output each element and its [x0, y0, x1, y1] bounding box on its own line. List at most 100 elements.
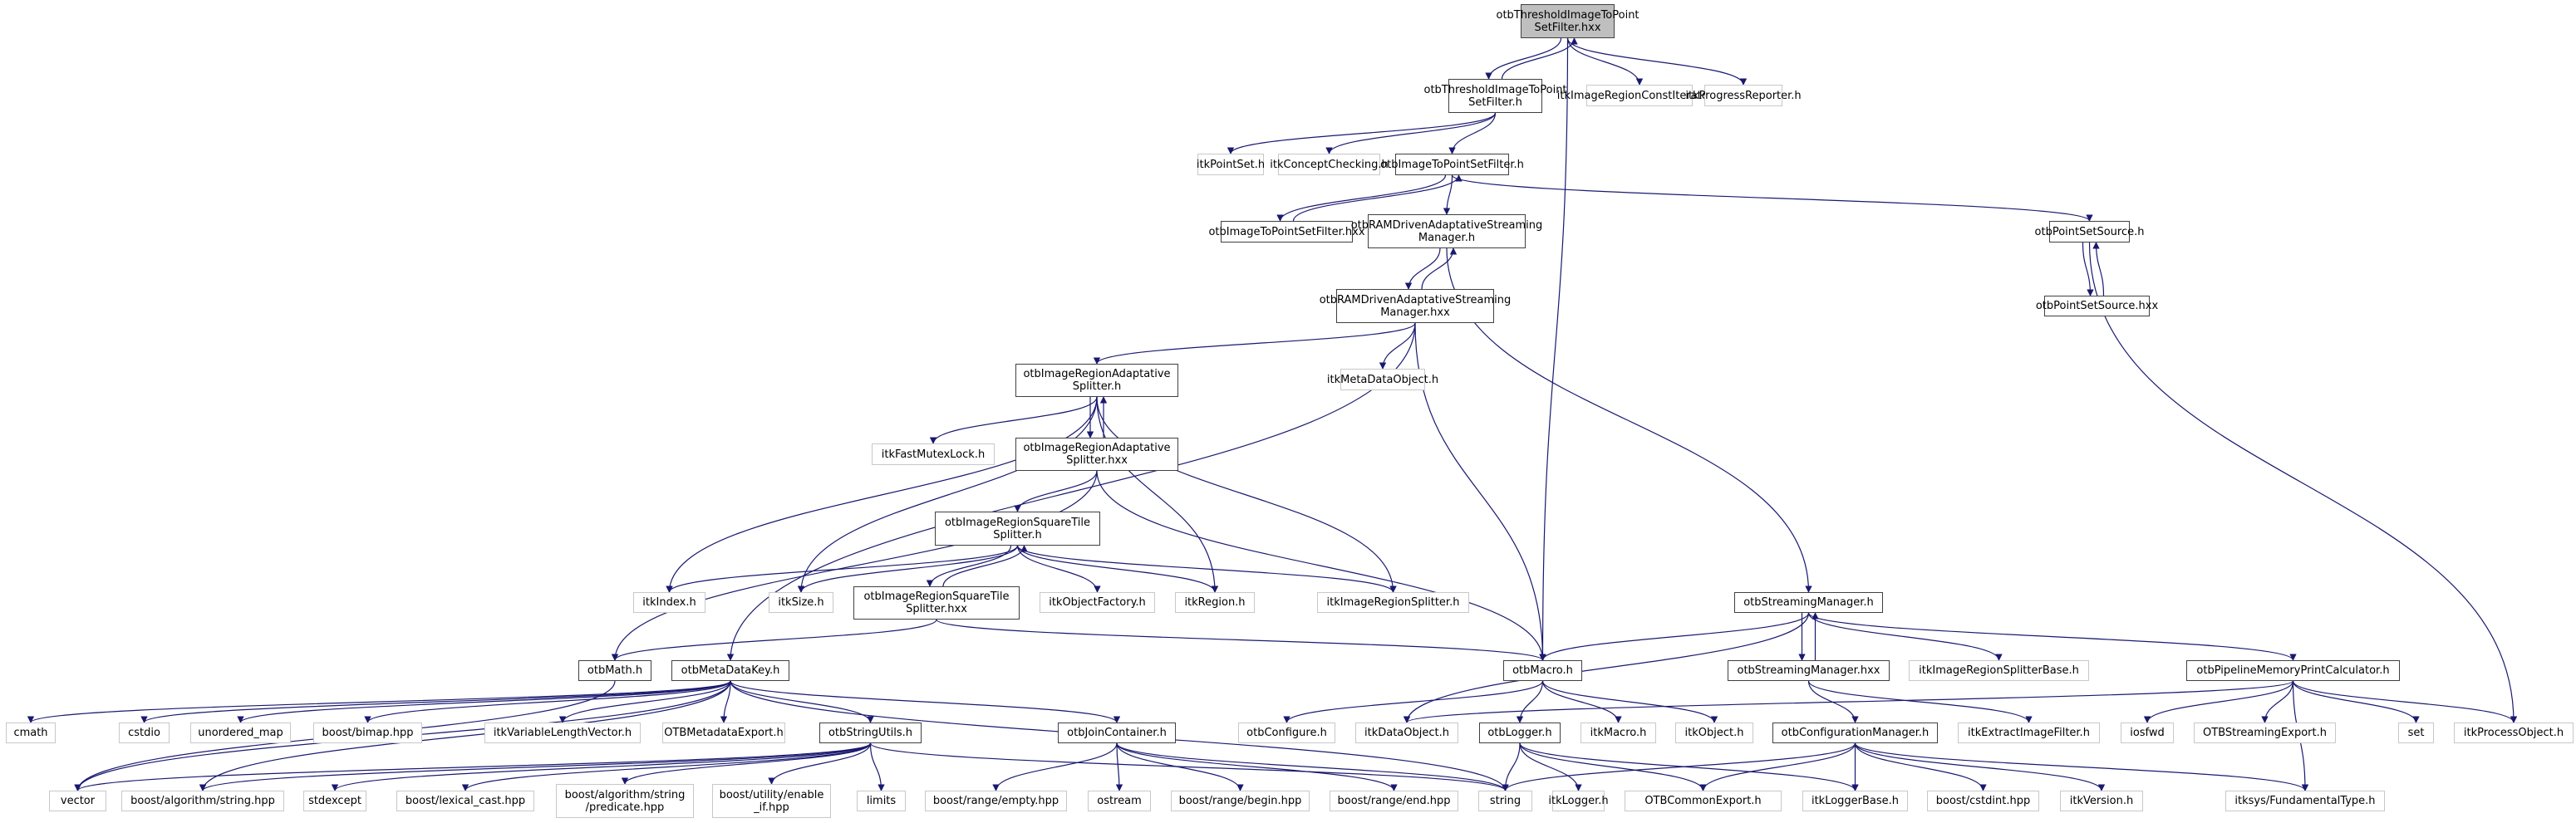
- graph-node-label: itkMacro.h: [1590, 727, 1647, 739]
- edge-su-to-vector: [74, 742, 872, 791]
- graph-node-label: otbStreamingManager.h: [1743, 596, 1874, 609]
- graph-node-otbimagetopointsetfilter-h[interactable]: otbImageToPointSetFilter.h: [1380, 154, 1524, 175]
- graph-node-otbjoincontainer-h[interactable]: otbJoinContainer.h: [1058, 723, 1176, 743]
- edge-cfgm-to-otbCE: [1699, 742, 1856, 791]
- graph-node-label: vector: [60, 795, 96, 807]
- edge-tfh-to-itkPS: [1227, 112, 1497, 154]
- graph-node-label: otbImageRegionSquareTile Splitter.h: [944, 516, 1091, 541]
- graph-node-otblogger-h[interactable]: otbLogger.h: [1479, 723, 1561, 743]
- edge-jc-to-string: [1116, 742, 1509, 791]
- edge-smh-to-itkIRSB: [1807, 612, 2003, 661]
- graph-node-label: boost/cstdint.hpp: [1935, 795, 2031, 807]
- edge-mdk-to-su: [730, 680, 874, 723]
- graph-node-label: boost/utility/enable _if.hpp: [719, 788, 824, 814]
- graph-node-label: boost/range/begin.hpp: [1178, 795, 1302, 807]
- graph-node-stdexcept: stdexcept: [303, 791, 366, 811]
- edge-mdk-to-bas: [199, 680, 731, 791]
- graph-node-label: string: [1489, 795, 1522, 807]
- graph-node-label: otbRAMDrivenAdaptativeStreaming Manager.…: [1350, 218, 1543, 244]
- graph-node-label: boost/bimap.hpp: [322, 727, 414, 739]
- edge-irsts-to-itkIndex: [666, 545, 1019, 593]
- graph-node-label: itkConceptChecking.h: [1270, 158, 1389, 171]
- graph-node-otbconfigurationmanager-h[interactable]: otbConfigurationManager.h: [1772, 723, 1938, 743]
- edge-otbMacro-to-otbConfigure: [1283, 680, 1544, 723]
- graph-node-otbmacro-h[interactable]: otbMacro.h: [1503, 660, 1582, 681]
- graph-node-label: itkSize.h: [778, 596, 824, 609]
- edge-logger-to-itkLogger: [1519, 742, 1582, 791]
- graph-node-otbmetadataexport-h: OTBMetadataExport.h: [662, 723, 785, 743]
- edge-su-to-limits: [869, 742, 885, 791]
- edge-irstsx-to-irsts: [942, 545, 1028, 587]
- graph-node-label: otbJoinContainer.h: [1067, 727, 1167, 739]
- edge-psx-to-psh: [2092, 242, 2105, 296]
- edge-irsts-to-itkOF: [1016, 545, 1101, 593]
- graph-node-otbcommonexport-h: OTBCommonExport.h: [1625, 791, 1782, 811]
- edge-otbMacro-to-itkObject: [1541, 680, 1718, 723]
- graph-node-itksys-fundamentaltype-h: itksys/FundamentalType.h: [2225, 791, 2385, 811]
- graph-node-iosfwd: iosfwd: [2121, 723, 2174, 743]
- edge-su-to-bue: [768, 742, 872, 785]
- graph-node-cstdio: cstdio: [119, 723, 170, 743]
- edge-pmpc-to-otbSE: [2261, 680, 2294, 723]
- graph-node-label: itkObject.h: [1684, 727, 1744, 739]
- graph-node-label: boost/algorithm/string.hpp: [130, 795, 275, 807]
- graph-node-otbstreamingmanager-h[interactable]: otbStreamingManager.h: [1734, 592, 1883, 613]
- graph-node-label: otbMacro.h: [1512, 664, 1573, 677]
- graph-node-string: string: [1478, 791, 1532, 811]
- graph-node-otbramdrivenadaptativestreamingmanager-hxx[interactable]: otbRAMDrivenAdaptativeStreaming Manager.…: [1320, 289, 1511, 323]
- edge-irasx-to-otbMacro: [1096, 470, 1546, 661]
- graph-node-otbmetadatakey-h[interactable]: otbMetaDataKey.h: [671, 660, 789, 681]
- graph-node-otbstringutils-h[interactable]: otbStringUtils.h: [819, 723, 922, 743]
- graph-node-itkconceptchecking-h: itkConceptChecking.h: [1270, 154, 1389, 175]
- graph-node-label: ostream: [1097, 795, 1142, 807]
- graph-node-otbimagetopointsetfilter-hxx[interactable]: otbImageToPointSetFilter.hxx: [1208, 221, 1365, 242]
- graph-node-otbimageregionadaptativesplitter-hxx[interactable]: otbImageRegionAdaptative Splitter.hxx: [1015, 438, 1178, 471]
- edge-su-to-blc: [461, 742, 872, 791]
- edge-cfgm-to-bcstdint: [1854, 742, 1987, 791]
- graph-node-itklogger-h: itkLogger.h: [1548, 791, 1609, 811]
- graph-node-otbpipelinememoryprintcalculator-h[interactable]: otbPipelineMemoryPrintCalculator.h: [2186, 660, 2400, 681]
- graph-node-itkimageregionsplitterbase-h: itkImageRegionSplitterBase.h: [1909, 660, 2089, 681]
- graph-node-otbimageregionadaptativesplitter-h[interactable]: otbImageRegionAdaptative Splitter.h: [1015, 364, 1178, 397]
- edge-iras-to-itkRegion: [1096, 396, 1219, 593]
- graph-node-otbthresholdimagetopointsetfilter-hxx[interactable]: otbThresholdImageToPoint SetFilter.hxx: [1496, 4, 1639, 38]
- edge-smh-to-itkDO: [1403, 612, 1810, 723]
- graph-node-otbpointsetsource-h[interactable]: otbPointSetSource.h: [2035, 221, 2144, 242]
- graph-node-label: otbImageRegionAdaptative Splitter.hxx: [1023, 442, 1171, 467]
- edge-smx-to-itkEIF: [1807, 680, 2033, 723]
- edge-iras-to-itkIRS: [1096, 396, 1397, 593]
- graph-node-label: itkFastMutexLock.h: [881, 448, 986, 461]
- graph-node-label: itkDataObject.h: [1364, 727, 1449, 739]
- graph-node-label: itkIndex.h: [642, 596, 696, 609]
- graph-node-boost-algorithm-string-predicate-hpp: boost/algorithm/string /predicate.hpp: [556, 784, 694, 818]
- graph-node-unordered-map: unordered_map: [190, 723, 291, 743]
- edge-pmpc-to-itkDO: [1404, 680, 2294, 723]
- edge-mdk-to-itkVLV: [558, 680, 731, 723]
- edge-pmpc-to-iosfwd: [2143, 680, 2294, 723]
- graph-node-otbimageregionsquaretilesplitter-hxx[interactable]: otbImageRegionSquareTile Splitter.hxx: [853, 586, 1020, 620]
- graph-node-itkfastmutexlock-h: itkFastMutexLock.h: [872, 443, 995, 465]
- graph-node-label: itkImageRegionSplitterBase.h: [1919, 664, 2079, 677]
- graph-node-label: otbRAMDrivenAdaptativeStreaming Manager.…: [1319, 293, 1512, 319]
- graph-node-otbimageregionsquaretilesplitter-h[interactable]: otbImageRegionSquareTile Splitter.h: [935, 512, 1100, 546]
- graph-node-otbpointsetsource-hxx[interactable]: otbPointSetSource.hxx: [2036, 296, 2158, 316]
- graph-node-label: otbImageToPointSetFilter.hxx: [1208, 225, 1365, 238]
- graph-node-label: iosfwd: [2130, 727, 2165, 739]
- graph-node-itkregion-h: itkRegion.h: [1175, 592, 1255, 613]
- graph-node-boost-lexical-cast-hpp: boost/lexical_cast.hpp: [396, 791, 534, 811]
- graph-node-otbmath-h[interactable]: otbMath.h: [578, 660, 651, 681]
- edge-su-to-stdexcept: [331, 742, 872, 791]
- edge-irstsx-to-otbMath: [611, 619, 937, 661]
- graph-node-itkmacro-h: itkMacro.h: [1581, 723, 1656, 743]
- graph-node-otbramdrivenadaptativestreamingmanager-h[interactable]: otbRAMDrivenAdaptativeStreaming Manager.…: [1351, 214, 1542, 248]
- graph-node-otbthresholdimagetopointsetfilter-h[interactable]: otbThresholdImageToPoint SetFilter.h: [1423, 79, 1567, 113]
- edge-otbMacro-to-itkMacro: [1541, 680, 1622, 723]
- graph-node-itkmetadataobject-h: itkMetaDataObject.h: [1327, 369, 1438, 390]
- edge-pmpc-to-set: [2292, 680, 2420, 723]
- edge-irsts-to-itkSize: [797, 545, 1019, 593]
- edge-tfh-to-itkCC: [1325, 112, 1497, 154]
- graph-node-label: boost/lexical_cast.hpp: [405, 795, 526, 807]
- graph-node-vector: vector: [49, 791, 106, 811]
- graph-node-otbstreamingmanager-hxx[interactable]: otbStreamingManager.hxx: [1728, 660, 1890, 681]
- graph-node-label: boost/algorithm/string /predicate.hpp: [564, 788, 686, 814]
